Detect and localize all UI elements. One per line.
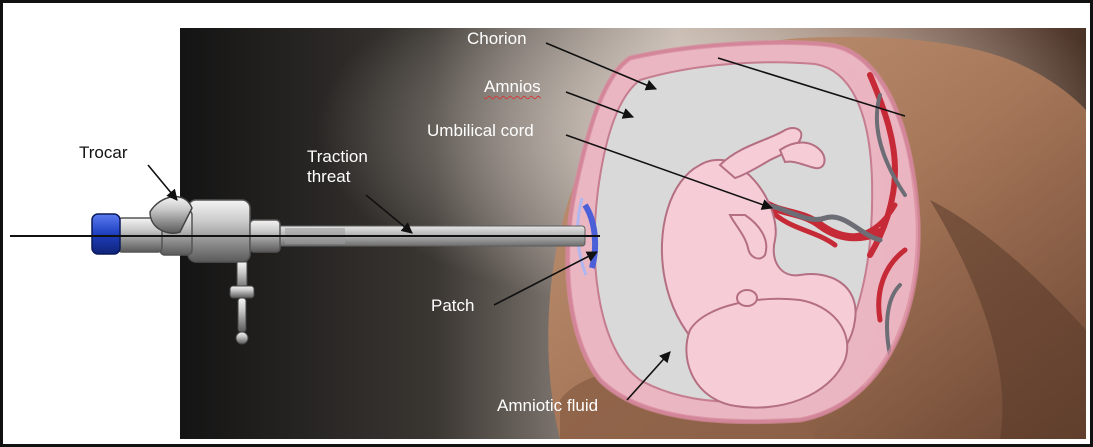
label-traction-line2: threat <box>307 167 387 187</box>
label-traction-threat: Traction threat <box>307 147 387 187</box>
label-amniotic-fluid: Amniotic fluid <box>497 396 598 416</box>
uterus-cross-section <box>568 43 919 422</box>
label-trocar: Trocar <box>79 143 128 163</box>
label-amnios: Amnios <box>484 77 541 97</box>
label-chorion: Chorion <box>467 29 527 49</box>
label-patch: Patch <box>431 296 474 316</box>
label-traction-line1: Traction <box>307 147 387 167</box>
arrow-trocar <box>148 165 177 200</box>
label-umbilical-cord: Umbilical cord <box>427 121 534 141</box>
